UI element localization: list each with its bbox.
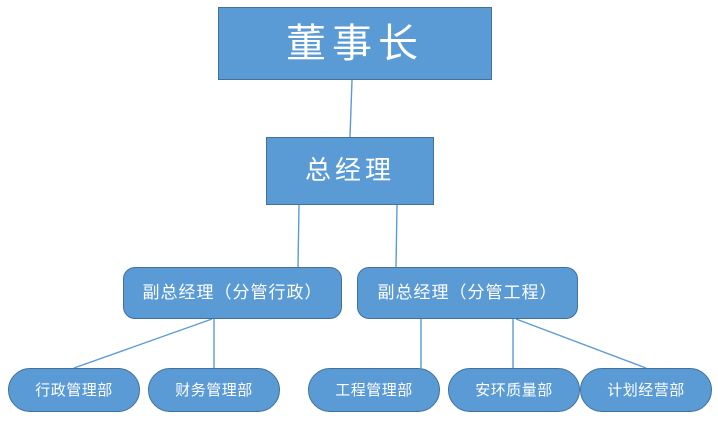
node-chairman[interactable]: 董事长: [218, 7, 492, 80]
node-department-engineering[interactable]: 工程管理部: [308, 368, 440, 412]
connector-gm-to-deputy-admin: [297, 204, 300, 268]
node-general-manager[interactable]: 总经理: [266, 137, 434, 205]
node-department-planning[interactable]: 计划经营部: [580, 368, 712, 412]
connector-deputy-admin-to-dept-admin: [73, 318, 213, 369]
connector-deputy-eng-to-dept-plan: [515, 318, 647, 369]
node-deputy-gm-engineering[interactable]: 副总经理（分管工程）: [357, 267, 578, 319]
node-department-finance[interactable]: 财务管理部: [148, 368, 280, 412]
connector-gm-to-deputy-eng: [395, 204, 398, 268]
node-department-safety-quality[interactable]: 安环质量部: [448, 368, 580, 412]
node-deputy-gm-administration[interactable]: 副总经理（分管行政）: [123, 267, 342, 319]
node-department-administration[interactable]: 行政管理部: [8, 368, 140, 412]
connector-chairman-to-gm: [349, 79, 353, 138]
